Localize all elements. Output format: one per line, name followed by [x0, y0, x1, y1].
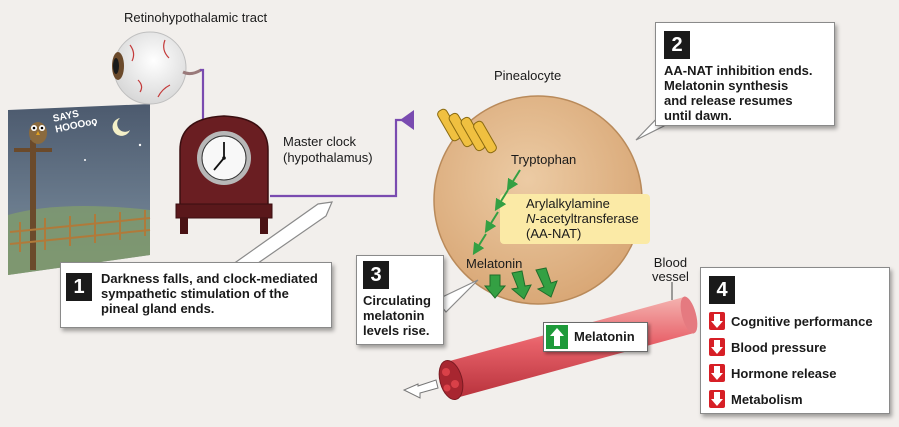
decrease-arrow-icon [709, 390, 725, 408]
outflow-arrow [402, 379, 439, 399]
decrease-arrow-glyph [711, 392, 723, 406]
callout-1-line: Darkness falls, and clock-mediated [101, 271, 318, 286]
pathway-arrows [472, 169, 521, 256]
callout-1-line: pineal gland ends. [101, 301, 215, 316]
callout-1-line: sympathetic stimulation of the [101, 286, 289, 301]
callout-2-line: Melatonin synthesis [664, 78, 789, 93]
enzyme-label-n: N [526, 211, 536, 226]
effect-item: Cognitive performance [709, 312, 873, 330]
pinealocyte-label: Pinealocyte [494, 68, 562, 83]
decrease-arrow-icon [709, 338, 725, 356]
vessel-label-line2: vessel [652, 269, 689, 284]
callout-3-line: Circulating [363, 293, 431, 308]
owl-icon [29, 122, 47, 144]
enzyme-label-line1: Arylalkylamine [526, 196, 610, 211]
increase-arrow-glyph [550, 328, 564, 346]
decrease-arrow-glyph [711, 366, 723, 380]
effect-item: Metabolism [709, 390, 803, 408]
decrease-arrow-glyph [711, 340, 723, 354]
enzyme-highlight [500, 194, 650, 244]
vessel-label: Blood vessel [652, 256, 689, 284]
receptor-icon [437, 108, 497, 154]
callout-2: 2 AA-NAT inhibition ends. Melatonin synt… [655, 22, 835, 126]
release-arrows [483, 267, 558, 300]
eye-icon [112, 31, 202, 105]
moon-icon [112, 118, 130, 136]
nerve-terminal [400, 110, 414, 130]
melatonin-inside-label: Melatonin [466, 256, 523, 271]
melatonin-increase-badge: Melatonin [543, 322, 648, 352]
master-clock-label: Master clock (hypothalamus) [283, 134, 373, 166]
effect-label: Blood pressure [731, 339, 827, 355]
decrease-arrow-icon [709, 312, 725, 330]
tryptophan-label: Tryptophan [511, 152, 577, 167]
vessel-label-line1: Blood [653, 255, 688, 270]
callout-4: 4 Cognitive performance Blood pressure H… [700, 267, 890, 414]
callout-2-line: AA-NAT inhibition ends. [664, 63, 813, 78]
night-scene [8, 104, 151, 275]
callout-2-text: AA-NAT inhibition ends. Melatonin synthe… [664, 63, 813, 123]
master-clock-label-line2: (hypothalamus) [283, 150, 373, 165]
effect-item: Blood pressure [709, 338, 826, 356]
effect-label: Cognitive performance [731, 313, 873, 329]
callout-3-text: Circulating melatonin levels rise. [363, 293, 431, 338]
callout-3-line: levels rise. [363, 323, 430, 338]
fence [9, 210, 151, 252]
effect-label: Metabolism [731, 391, 803, 407]
callout-3-line: melatonin [363, 308, 425, 323]
enzyme-label-rest: -acetyltransferase [535, 211, 639, 226]
callout-3: 3 Circulating melatonin levels rise. [356, 255, 444, 345]
enzyme-label-line2: N-acetyltransferase [526, 211, 639, 226]
callout-4-number: 4 [709, 276, 735, 304]
melatonin-badge-label: Melatonin [574, 329, 635, 344]
callout-2-line: and release resumes [664, 93, 793, 108]
callout-2-number: 2 [664, 31, 690, 59]
decrease-arrow-glyph [711, 314, 723, 328]
callout-1-number: 1 [66, 273, 92, 301]
clock-icon [175, 115, 273, 234]
decrease-arrow-icon [709, 364, 725, 382]
effect-item: Hormone release [709, 364, 837, 382]
effect-label: Hormone release [731, 365, 837, 381]
master-clock-label-line1: Master clock [283, 134, 356, 149]
enzyme-label-line3: (AA-NAT) [526, 226, 582, 241]
callout-2-line: until dawn. [664, 108, 732, 123]
callout-1-text: Darkness falls, and clock-mediated sympa… [101, 271, 318, 316]
callout-1: 1 Darkness falls, and clock-mediated sym… [60, 262, 332, 328]
tract-label: Retinohypothalamic tract [124, 10, 268, 25]
enzyme-label: Arylalkylamine N-acetyltransferase (AA-N… [526, 196, 639, 241]
increase-arrow-icon [546, 325, 568, 349]
callout-3-number: 3 [363, 261, 389, 289]
